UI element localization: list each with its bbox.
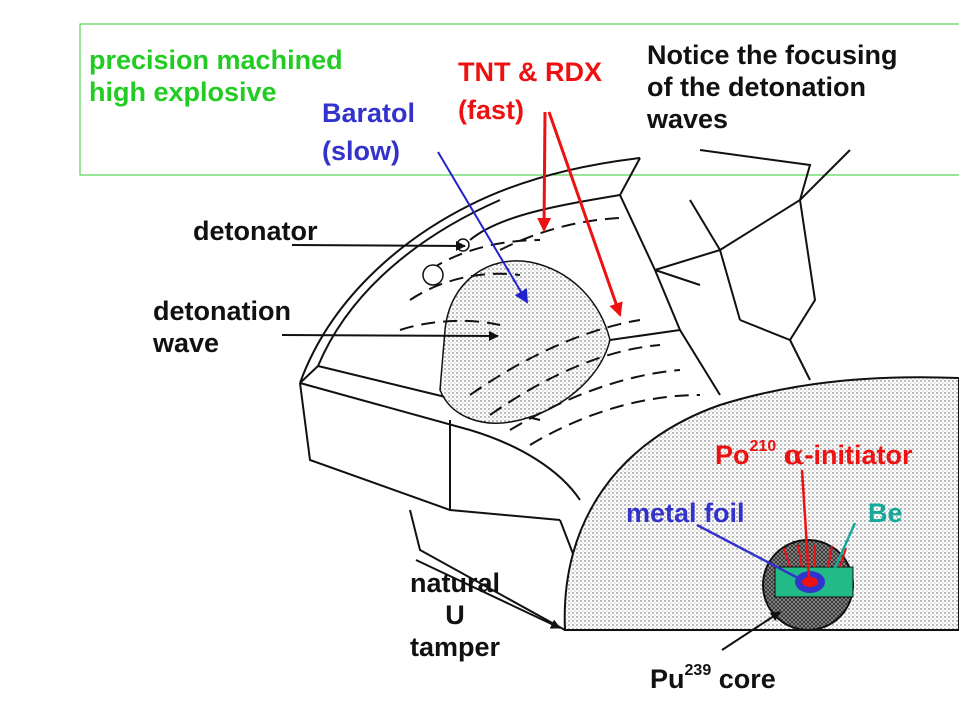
be-arrow: [833, 522, 857, 569]
detonator-element: [422, 264, 444, 286]
po-suffix: -initiator: [804, 440, 913, 470]
detonator-arrow: [291, 240, 466, 251]
initiator-arrow: [800, 469, 811, 579]
slow-arrow: [437, 151, 529, 304]
be-label: Be: [868, 498, 903, 528]
header-box: [79, 23, 959, 176]
pu-prefix: Pu: [650, 664, 685, 694]
detonator-label: detonator: [193, 216, 318, 246]
fast-arrow-1: [537, 111, 552, 232]
precision-label: precision machined high explosive: [89, 45, 343, 107]
tnt-label: TNT & RDX: [458, 57, 602, 87]
alpha-symbol: α: [783, 440, 805, 471]
metal-foil-label: metal foil: [626, 498, 745, 528]
wave-arrow: [281, 330, 499, 341]
notice-label: Notice the focusing of the detonation wa…: [647, 40, 898, 134]
po-initiator: [802, 577, 818, 587]
pu-core-label: Pu239 core: [650, 662, 776, 696]
po-sup: 210: [749, 438, 777, 455]
detonation-waves: [399, 217, 701, 446]
pu-suffix: core: [718, 664, 776, 694]
baratol-speed-label: (slow): [322, 136, 400, 166]
po-prefix: Po: [715, 440, 750, 470]
tamper-hemisphere: [563, 376, 959, 631]
initiator-spikes: [783, 544, 847, 568]
pu-sup: 239: [684, 662, 712, 679]
baratol-label: Baratol: [322, 98, 416, 128]
tamper-label: natural U tamper: [409, 568, 501, 662]
detonation-wave-label: detonation wave: [153, 296, 291, 358]
foil-arrow: [696, 523, 799, 580]
tamper-arrow: [415, 559, 561, 629]
baratol-lens: [439, 260, 611, 424]
po-initiator-label: Po210 α-initiator: [715, 438, 913, 472]
fast-arrow-2: [547, 111, 623, 317]
core-arrow: [721, 611, 781, 651]
tnt-speed-label: (fast): [458, 95, 524, 125]
